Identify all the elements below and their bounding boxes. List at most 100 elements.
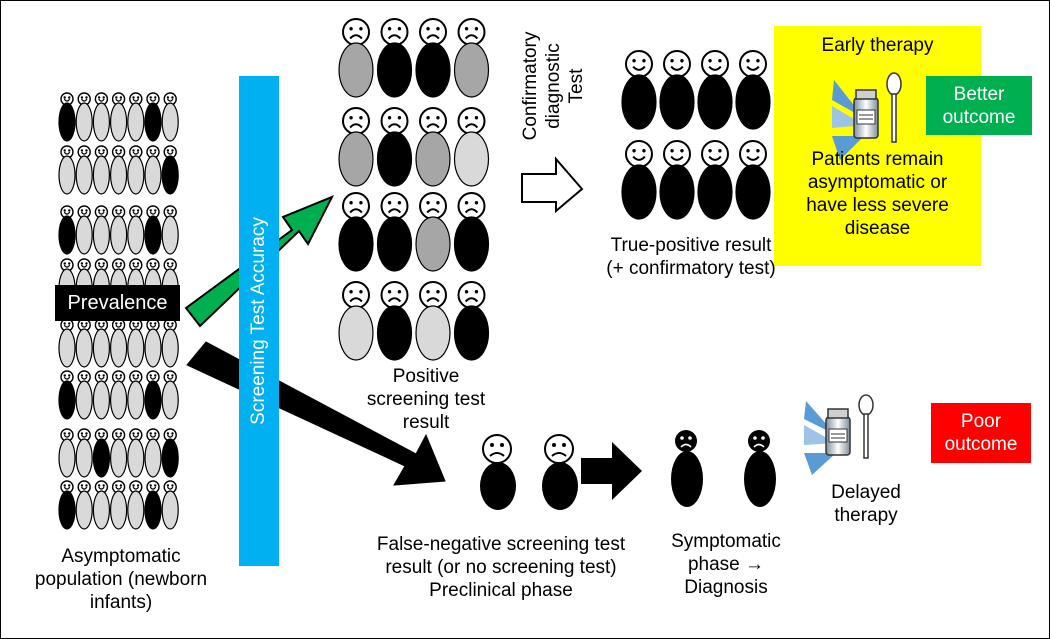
person-figure	[75, 480, 93, 530]
person-figure	[109, 480, 128, 530]
person-figure	[453, 107, 490, 187]
person-figure	[58, 318, 76, 368]
screening-test-accuracy-bar: Screening Test Accuracy	[239, 76, 279, 566]
person-figure	[621, 140, 657, 220]
person-figure	[161, 145, 179, 195]
badge-line: Better	[953, 83, 1005, 105]
caption-line: Positive	[392, 366, 460, 387]
person-figure	[127, 428, 145, 478]
person-figure	[92, 428, 111, 478]
person-figure	[127, 92, 145, 142]
person-figure	[621, 50, 657, 130]
person-figure	[127, 318, 145, 368]
delayed-medicine-icon	[804, 394, 874, 475]
caption-line: population (newborn	[34, 569, 208, 590]
caption-line: disease	[844, 218, 911, 239]
person-figure	[161, 370, 179, 420]
symptomatic-person	[671, 430, 703, 507]
person-figure	[144, 92, 162, 142]
person-figure	[697, 140, 733, 220]
positive-screening-group	[338, 18, 490, 361]
person-figure	[376, 18, 413, 98]
person-figure	[75, 205, 93, 255]
person-figure	[735, 50, 771, 130]
person-figure	[659, 50, 695, 130]
person-figure	[109, 370, 128, 420]
symptomatic-phase-caption: Symptomatic phase → Diagnosis	[661, 530, 791, 599]
person-figure	[127, 480, 145, 530]
true-positive-caption: True-positive result (+ confirmatory tes…	[586, 234, 796, 280]
caption-line: Delayed	[831, 482, 901, 503]
person-figure	[415, 107, 451, 187]
caption-line: False-negative screening test	[376, 534, 626, 555]
person-figure	[161, 318, 179, 368]
person-figure	[58, 370, 76, 420]
person-figure	[453, 192, 490, 272]
person-figure	[338, 107, 374, 187]
person-figure	[58, 428, 76, 478]
false-negative-person	[480, 434, 516, 510]
caption-line: Preclinical phase	[429, 580, 573, 601]
caption-line: diagnostic	[543, 43, 564, 129]
person-figure	[376, 107, 413, 187]
person-figure	[109, 145, 128, 195]
person-figure	[75, 318, 93, 368]
caption-line: infants)	[89, 592, 153, 613]
person-figure	[697, 50, 733, 130]
person-figure	[127, 145, 145, 195]
caption-line: Confirmatory	[520, 31, 541, 141]
better-outcome-badge: Better outcome	[926, 76, 1032, 135]
person-figure	[338, 281, 374, 361]
screening-test-accuracy-label: Screening Test Accuracy	[248, 217, 269, 425]
caption-line: result (or no screening test)	[385, 557, 617, 578]
person-figure	[109, 428, 128, 478]
confirmatory-arrow	[521, 156, 584, 214]
caption-line: Diagnosis	[684, 577, 768, 598]
badge-line: Poor	[960, 411, 1002, 432]
caption-line: Patients remain	[811, 149, 944, 170]
person-figure	[415, 18, 451, 98]
caption-line: Symptomatic	[671, 531, 781, 552]
person-figure	[415, 281, 451, 361]
patients-remain-text: Patients remain asymptomatic or have les…	[774, 148, 981, 240]
delayed-therapy-caption: Delayed therapy	[801, 481, 931, 527]
person-figure	[92, 92, 111, 142]
caption-line: asymptomatic or	[807, 172, 948, 193]
person-figure	[161, 480, 179, 530]
person-figure	[338, 18, 374, 98]
person-figure	[144, 145, 162, 195]
person-figure	[376, 192, 413, 272]
person-figure	[92, 145, 111, 195]
person-figure	[659, 140, 695, 220]
person-figure	[144, 370, 162, 420]
spoon-icon	[858, 394, 874, 459]
false-negative-person	[542, 434, 578, 510]
person-figure	[109, 318, 128, 368]
person-figure	[75, 428, 93, 478]
false-negative-caption: False-negative screening test result (or…	[361, 533, 641, 602]
symptomatic-person	[744, 430, 776, 507]
true-positive-group	[621, 50, 771, 220]
caption-line: result	[402, 412, 450, 433]
person-figure	[376, 281, 413, 361]
caption-line: have less severe	[806, 195, 949, 216]
progression-arrow	[581, 442, 642, 500]
person-figure	[453, 281, 490, 361]
badge-line: outcome	[942, 106, 1016, 128]
early-therapy-box: Early therapy Patients remain asymptomat…	[774, 26, 981, 266]
caption-line: screening test	[366, 389, 486, 410]
medicine-icon	[832, 72, 902, 160]
person-figure	[109, 92, 128, 142]
person-figure	[144, 480, 162, 530]
person-figure	[161, 205, 179, 255]
prevalence-label: Prevalence	[55, 285, 180, 321]
poor-outcome-badge: Poor outcome	[931, 403, 1031, 463]
confirmatory-test-label: Confirmatory diagnostic Test	[519, 16, 593, 156]
caption-line: (+ confirmatory test)	[606, 258, 776, 279]
badge-line: outcome	[944, 434, 1018, 455]
person-figure	[453, 18, 490, 98]
person-figure	[127, 370, 145, 420]
person-figure	[75, 145, 93, 195]
person-figure	[127, 205, 145, 255]
